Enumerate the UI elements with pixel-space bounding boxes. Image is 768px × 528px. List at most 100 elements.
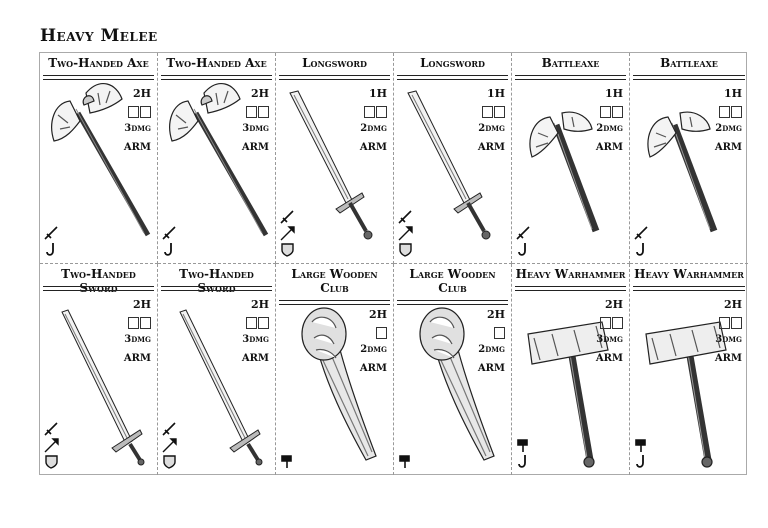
ability-icons	[161, 225, 179, 257]
hammer-icon	[635, 439, 646, 452]
ability-icons	[515, 225, 533, 257]
slot-box	[128, 106, 139, 118]
hammer-icon	[517, 439, 528, 452]
spear-icon	[162, 438, 177, 453]
damage-label: 2dmg	[715, 123, 742, 134]
armor-label: ARM	[241, 142, 269, 153]
armor-label: ARM	[241, 353, 269, 364]
hands-label: 1H	[368, 87, 387, 100]
slot-box	[376, 327, 387, 339]
slot-box	[731, 106, 742, 118]
title-rule	[43, 75, 154, 80]
armor-label: ARM	[123, 142, 151, 153]
card-title: Two-Handed Sword	[179, 267, 254, 295]
slot-box	[612, 317, 623, 329]
spear-icon	[280, 226, 295, 241]
hands-label: 2H	[250, 87, 269, 100]
hook-icon	[518, 243, 526, 256]
title-rule	[397, 300, 508, 305]
hands-label: 1H	[604, 87, 623, 100]
hook-icon	[46, 243, 54, 256]
card-title: Heavy Warhammer	[515, 267, 626, 281]
card-title: Battleaxe	[660, 56, 718, 70]
shield-icon	[281, 243, 294, 257]
title-rule	[515, 286, 626, 291]
armor-label: ARM	[595, 353, 623, 364]
ability-icons	[279, 209, 297, 257]
armor-label: ARM	[477, 142, 505, 153]
ability-icons	[515, 437, 533, 469]
slot-boxes	[347, 324, 387, 339]
damage-label: 3dmg	[242, 123, 269, 134]
damage-label: 2dmg	[360, 344, 387, 355]
sword-icon	[398, 210, 412, 224]
hands-label: 2H	[250, 298, 269, 311]
sword-icon	[44, 422, 58, 436]
slot-box	[482, 106, 493, 118]
ability-icons	[279, 453, 297, 469]
shield-icon	[163, 455, 176, 469]
damage-label: 2dmg	[360, 123, 387, 134]
title-rule	[515, 75, 626, 80]
hook-icon	[636, 243, 644, 256]
damage-label: 3dmg	[242, 334, 269, 345]
hands-label: 2H	[368, 308, 387, 321]
ability-icons	[43, 421, 61, 469]
slot-box	[494, 106, 505, 118]
hammer-icon	[399, 455, 410, 468]
armor-label: ARM	[714, 353, 742, 364]
card-title: Heavy Warhammer	[634, 267, 744, 281]
armor-label: ARM	[123, 353, 151, 364]
card-title: Large Wooden Club	[291, 267, 378, 295]
slot-boxes	[583, 103, 623, 118]
slot-box	[246, 317, 257, 329]
armor-label: ARM	[714, 142, 742, 153]
damage-label: 3dmg	[124, 123, 151, 134]
slot-boxes	[111, 103, 151, 118]
damage-label: 3dmg	[596, 334, 623, 345]
ability-icons	[161, 421, 179, 469]
ability-icons	[43, 225, 61, 257]
longsword-illustration	[289, 90, 373, 240]
hands-label: 1H	[486, 87, 505, 100]
slot-box	[612, 106, 623, 118]
damage-label: 3dmg	[715, 334, 742, 345]
slot-boxes	[465, 324, 505, 339]
title-rule	[43, 286, 154, 291]
sword-icon	[162, 422, 176, 436]
greataxe-illustration	[51, 83, 151, 237]
spear-icon	[44, 438, 59, 453]
hook-icon	[636, 455, 644, 468]
slot-box	[258, 106, 269, 118]
title-rule	[279, 75, 390, 80]
slot-box	[494, 327, 505, 339]
damage-label: 2dmg	[478, 344, 505, 355]
title-rule	[633, 286, 745, 291]
hands-label: 2H	[486, 308, 505, 321]
slot-boxes	[702, 314, 742, 329]
hands-label: 2H	[723, 298, 742, 311]
sword-icon	[280, 210, 294, 224]
hands-label: 2H	[604, 298, 623, 311]
armor-label: ARM	[477, 363, 505, 374]
greatsword-illustration	[179, 309, 263, 466]
greataxe-illustration	[169, 83, 269, 237]
ability-icons	[633, 437, 651, 469]
slot-box	[128, 317, 139, 329]
battleaxe-illustration	[647, 111, 718, 233]
card-title: Longsword	[420, 56, 485, 70]
warhammer-illustration	[645, 321, 727, 468]
warhammer-illustration	[527, 321, 609, 468]
spear-icon	[398, 226, 413, 241]
